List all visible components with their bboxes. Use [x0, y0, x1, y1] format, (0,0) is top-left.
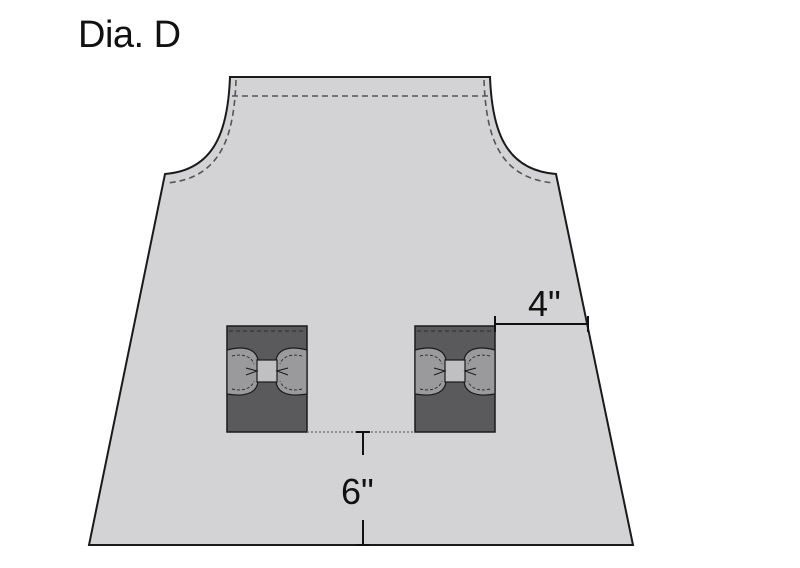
dimension-6in-label: 6" — [341, 471, 374, 512]
right-armhole-stitch — [483, 79, 555, 184]
left-pocket-bow — [226, 347, 308, 396]
right-pocket-bow — [414, 347, 496, 396]
garment-body — [87, 76, 635, 546]
right-pocket — [414, 325, 496, 433]
left-armhole-stitch — [166, 79, 237, 184]
dimension-4in-marker — [494, 316, 589, 332]
left-pocket — [226, 325, 308, 433]
dimension-6in-marker — [356, 431, 370, 546]
dimension-4in-label: 4" — [528, 283, 561, 324]
diagram-title: Dia. D — [78, 14, 181, 56]
